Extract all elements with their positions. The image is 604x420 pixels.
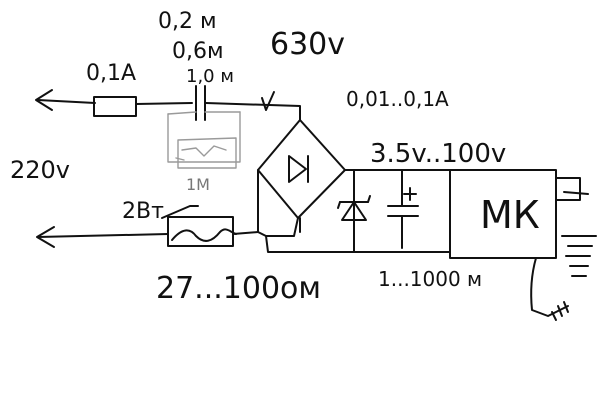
label-mcu: МК (480, 193, 540, 237)
microcontroller (449, 169, 557, 259)
ground-wire (530, 257, 569, 321)
bypass-resistor-sketch (167, 111, 241, 169)
label-supply-range: 3.5v..100v (370, 139, 506, 169)
label-bypass-resistor: 1М (186, 175, 210, 194)
label-fuse-rating: 0,1A (86, 61, 136, 86)
fuse (93, 96, 193, 117)
mains-line-bottom (36, 226, 169, 248)
zener-diode (337, 169, 371, 253)
voltage-pointer-arrow (261, 91, 275, 111)
label-capacitor-value-3: 1,0 м (186, 66, 234, 87)
series-resistor (161, 205, 259, 247)
label-resistor-range: 27...100ом (156, 271, 321, 306)
label-capacitor-value-1: 0,2 м (158, 9, 217, 34)
label-capacitor-voltage: 630v (270, 27, 345, 62)
label-capacitance-range: 1...1000 м (378, 267, 482, 291)
label-capacitor-value-2: 0,6м (172, 39, 224, 64)
label-resistor-power: 2Вт (122, 199, 164, 224)
filter-capacitor (387, 169, 419, 249)
dc-bus-negative (265, 235, 451, 253)
output-load (555, 177, 597, 277)
bridge-rectifier (257, 119, 346, 237)
label-mains-voltage: 220v (10, 156, 70, 184)
series-capacitor (195, 85, 301, 121)
label-current-range: 0,01..0,1A (346, 87, 449, 111)
mains-line-top (35, 89, 96, 111)
